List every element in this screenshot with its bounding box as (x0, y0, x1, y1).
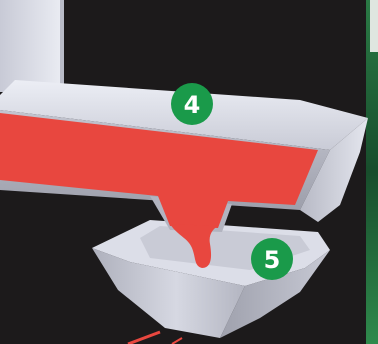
step-marker-4: 4 (171, 83, 213, 125)
step-marker-4-label: 4 (184, 91, 201, 119)
molten-flow-channel (0, 113, 318, 228)
flow-indicator-lines (127, 330, 183, 344)
side-panel (366, 0, 378, 344)
side-panel-highlight (370, 0, 378, 52)
step-marker-5-label: 5 (264, 246, 281, 274)
step-marker-5: 5 (251, 238, 293, 280)
background-block (0, 0, 64, 92)
molten-pour-stream (170, 224, 218, 268)
